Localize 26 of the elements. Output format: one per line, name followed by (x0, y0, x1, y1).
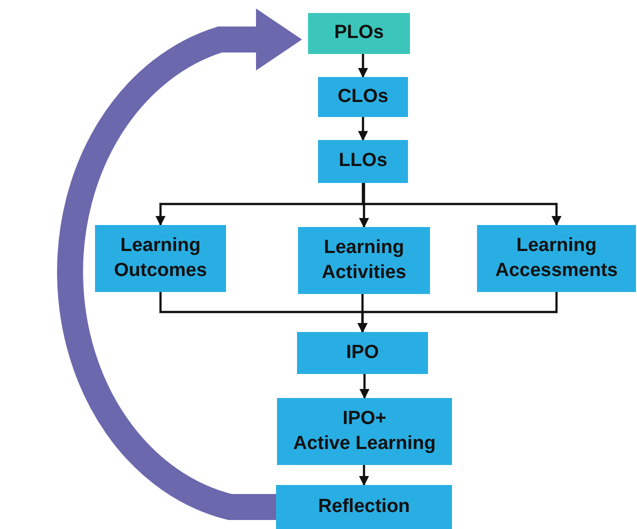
arrow (359, 465, 369, 486)
box-label: PLOs (334, 21, 384, 46)
process-box (276, 485, 452, 529)
arrow (359, 183, 369, 228)
process-box (297, 332, 428, 374)
box-label: Active Learning (293, 432, 436, 456)
process-box (308, 13, 410, 54)
box-label: Reflection (318, 494, 410, 519)
process-box (477, 225, 636, 292)
box-label: CLOs (338, 84, 388, 109)
process-box (318, 140, 408, 183)
process-box (95, 225, 226, 292)
arrow (362, 183, 562, 226)
box-label: IPO+ (342, 406, 386, 431)
arrow (360, 374, 370, 399)
arrow (358, 54, 368, 78)
process-box (298, 227, 430, 294)
box-label: Learning Accessments (494, 234, 619, 282)
process-box (318, 77, 408, 117)
box-label: Learning Outcomes (113, 234, 208, 282)
box-label: IPO (346, 340, 379, 365)
box-label: Learning Activities (320, 236, 408, 284)
arrow (358, 117, 368, 141)
arrow (358, 292, 558, 333)
process-box (277, 398, 452, 465)
box-label: LLOs (338, 149, 388, 174)
